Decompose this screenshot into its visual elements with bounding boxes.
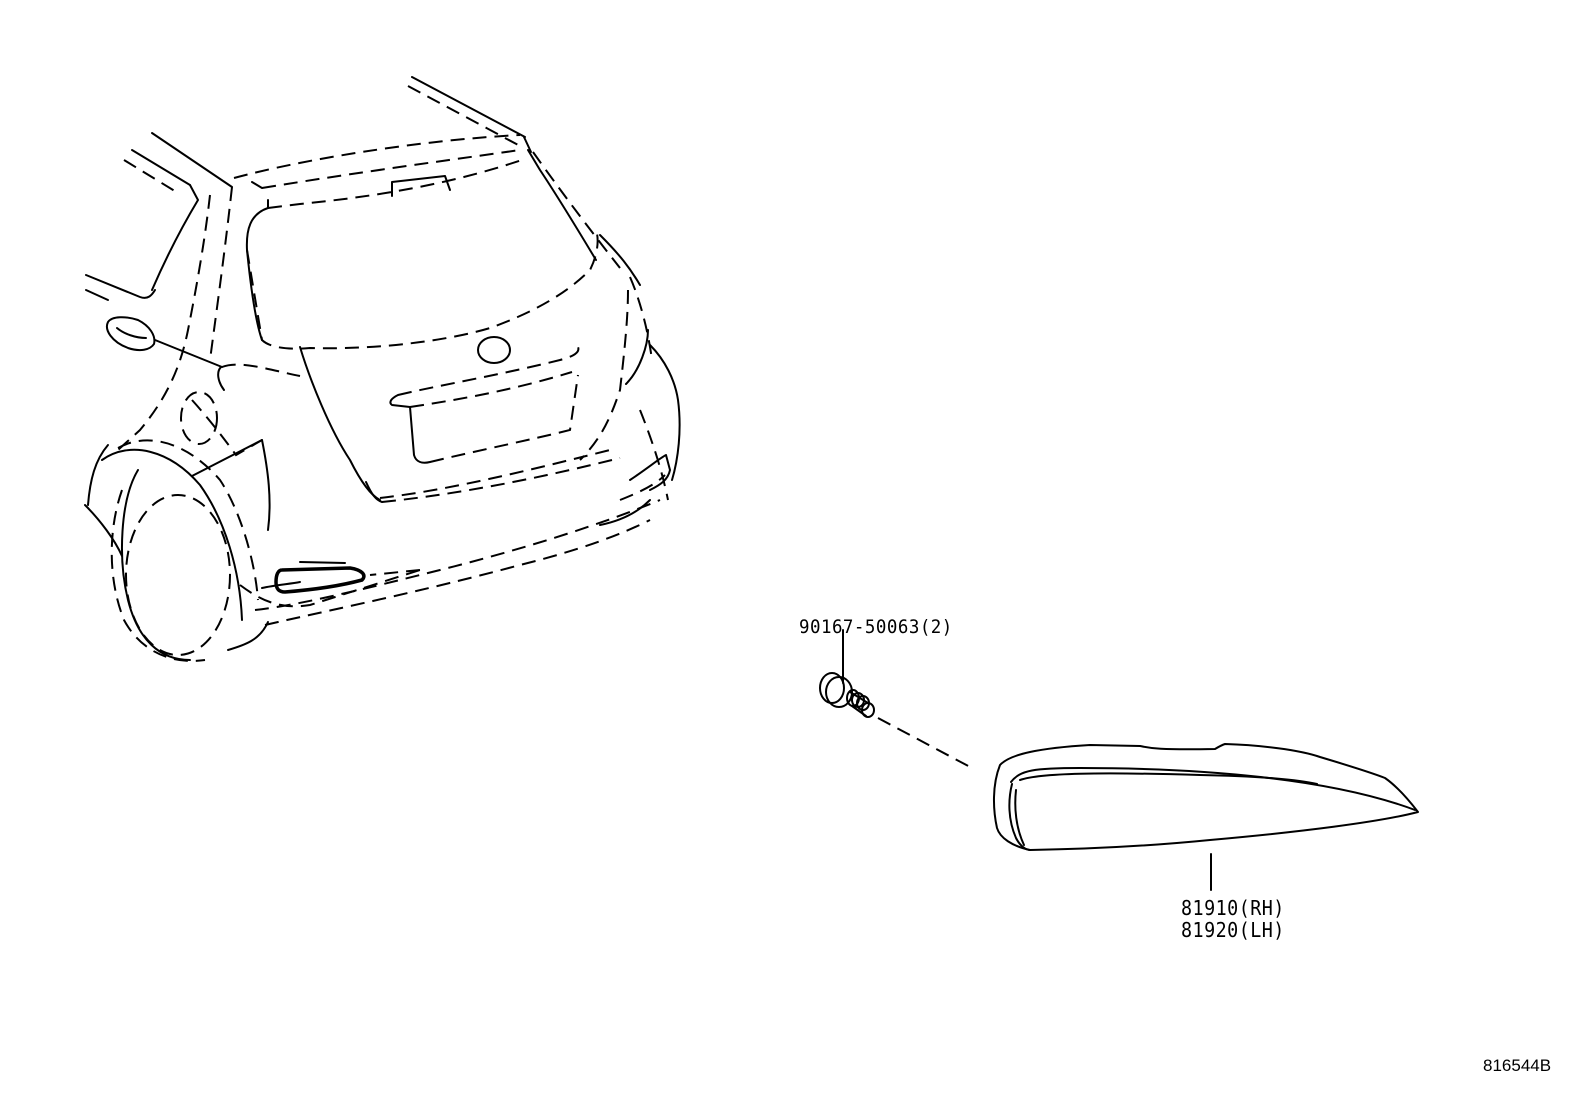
callout-bolt-part-number: 90167-50063(2) <box>799 616 953 638</box>
bolt-part <box>819 629 875 718</box>
callout-reflector-rh-part-number: 81910(RH) <box>1181 896 1285 920</box>
reflector-part <box>992 743 1419 891</box>
document-id: 816544B <box>1483 1056 1552 1075</box>
assembly-leader-line <box>877 717 973 769</box>
callout-reflector-lh-part-number: 81920(LH) <box>1181 918 1285 942</box>
vehicle-outline <box>84 76 681 662</box>
